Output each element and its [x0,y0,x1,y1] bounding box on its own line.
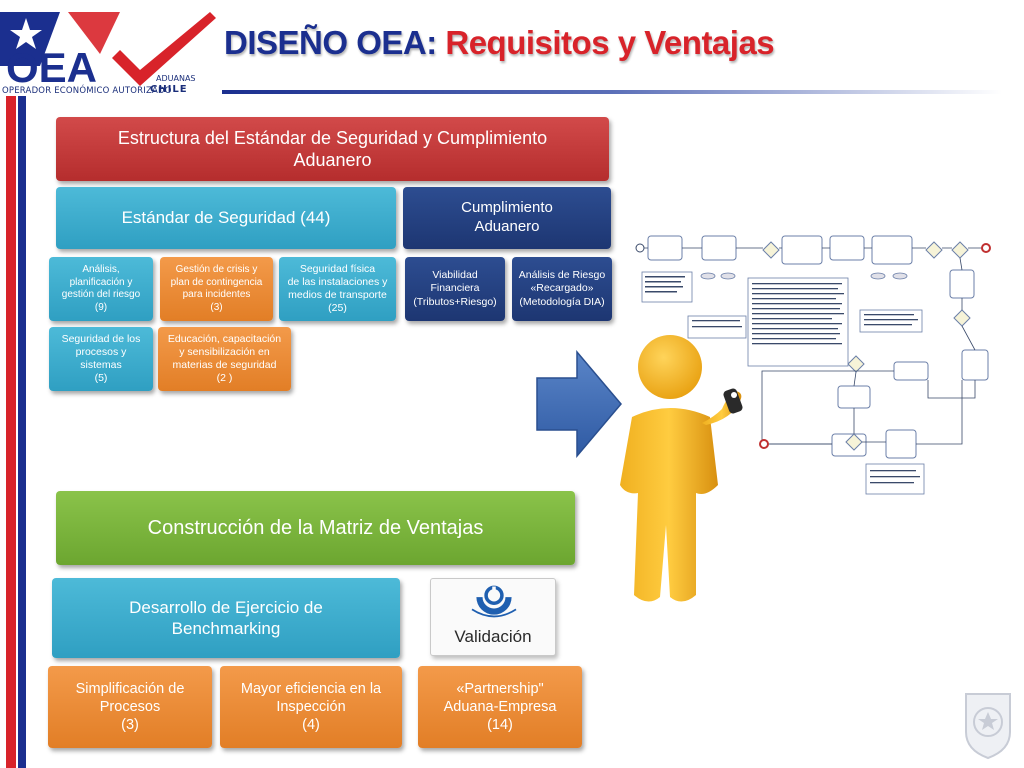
page-title: DISEÑO OEA: Requisitos y Ventajas [224,24,775,62]
title-prefix: DISEÑO OEA: [224,24,446,61]
advantage-efficiency: Mayor eficiencia en la Inspección (4) [220,666,402,748]
security-item-label: Gestión de crisis y plan de contingencia… [170,264,263,313]
matrix-main-box: Construcción de la Matriz de Ventajas [56,491,575,565]
compliance-label: Cumplimiento Aduanero [461,199,553,235]
security-item-label: Seguridad de los procesos y sistemas (5) [61,332,141,385]
compliance-item-risk-analysis: Análisis de Riesgo «Recargado» (Metodolo… [512,257,612,321]
flow-step [647,235,683,261]
stripe-white [0,96,4,768]
security-item-physical: Seguridad física de las instalaciones y … [279,257,396,321]
advantage-simplification: Simplificación de Procesos (3) [48,666,212,748]
advantage-label: Mayor eficiencia en la Inspección (4) [240,680,382,734]
wco-logo-icon [471,585,517,618]
side-stripes [0,96,28,768]
compliance-box: Cumplimiento Aduanero [403,187,611,249]
flow-step [949,269,975,299]
slide-header: OEA ADUANAS CHILE OPERADOR ECONÓMICO AUT… [0,0,1024,100]
process-flow-diagram [635,235,991,495]
security-item-education: Educación, capacitación y sensibilizació… [158,327,291,391]
customs-badge-icon [965,693,1011,760]
advantage-label: Simplificación de Procesos (3) [75,680,185,734]
security-item-risk: Análisis, planificación y gestión del ri… [49,257,153,321]
logo-caption: OPERADOR ECONÓMICO AUTORIZADO [2,86,172,96]
flow-step [837,385,871,409]
compliance-item-label: Viabilidad Financiera (Tributos+Riesgo) [413,269,497,308]
svg-text:OEA: OEA [6,44,97,91]
flow-step [961,349,989,381]
person-figure-icon [620,335,743,602]
benchmark-box: Desarrollo de Ejercicio de Benchmarking [52,578,400,658]
benchmark-label: Desarrollo de Ejercicio de Benchmarking [129,597,323,638]
validation-box: Validación [430,578,556,656]
security-standard-label: Estándar de Seguridad (44) [121,208,331,228]
security-item-crisis: Gestión de crisis y plan de contingencia… [160,257,273,321]
security-item-label: Educación, capacitación y sensibilizació… [167,332,282,385]
logo-chile: CHILE [150,84,188,95]
structure-main-box: Estructura del Estándar de Seguridad y C… [56,117,609,181]
compliance-item-financial: Viabilidad Financiera (Tributos+Riesgo) [405,257,505,321]
flow-step [781,235,823,265]
flow-step [885,429,917,459]
matrix-main-label: Construcción de la Matriz de Ventajas [147,516,484,539]
stripe-red [6,96,16,768]
header-rule [222,90,1002,94]
logo-aduanas: ADUANAS [156,74,196,83]
flow-step [829,235,865,261]
flow-step [701,235,737,261]
security-standard-box: Estándar de Seguridad (44) [56,187,396,249]
flow-step [871,235,913,265]
security-item-label: Seguridad física de las instalaciones y … [287,262,388,315]
validation-label: Validación [454,627,532,646]
oea-logo: OEA [0,12,216,91]
compliance-item-label: Análisis de Riesgo «Recargado» (Metodolo… [518,269,606,308]
security-item-processes: Seguridad de los procesos y sistemas (5) [49,327,153,391]
structure-main-label: Estructura del Estándar de Seguridad y C… [117,127,548,171]
right-arrow-icon [536,350,622,458]
advantage-partnership: «Partnership" Aduana-Empresa (14) [418,666,582,748]
stripe-blue [18,96,26,768]
title-highlight: Requisitos y Ventajas [445,24,775,61]
security-item-label: Análisis, planificación y gestión del ri… [61,264,141,313]
flow-step [893,361,929,381]
advantage-label: «Partnership" Aduana-Empresa (14) [443,680,557,734]
